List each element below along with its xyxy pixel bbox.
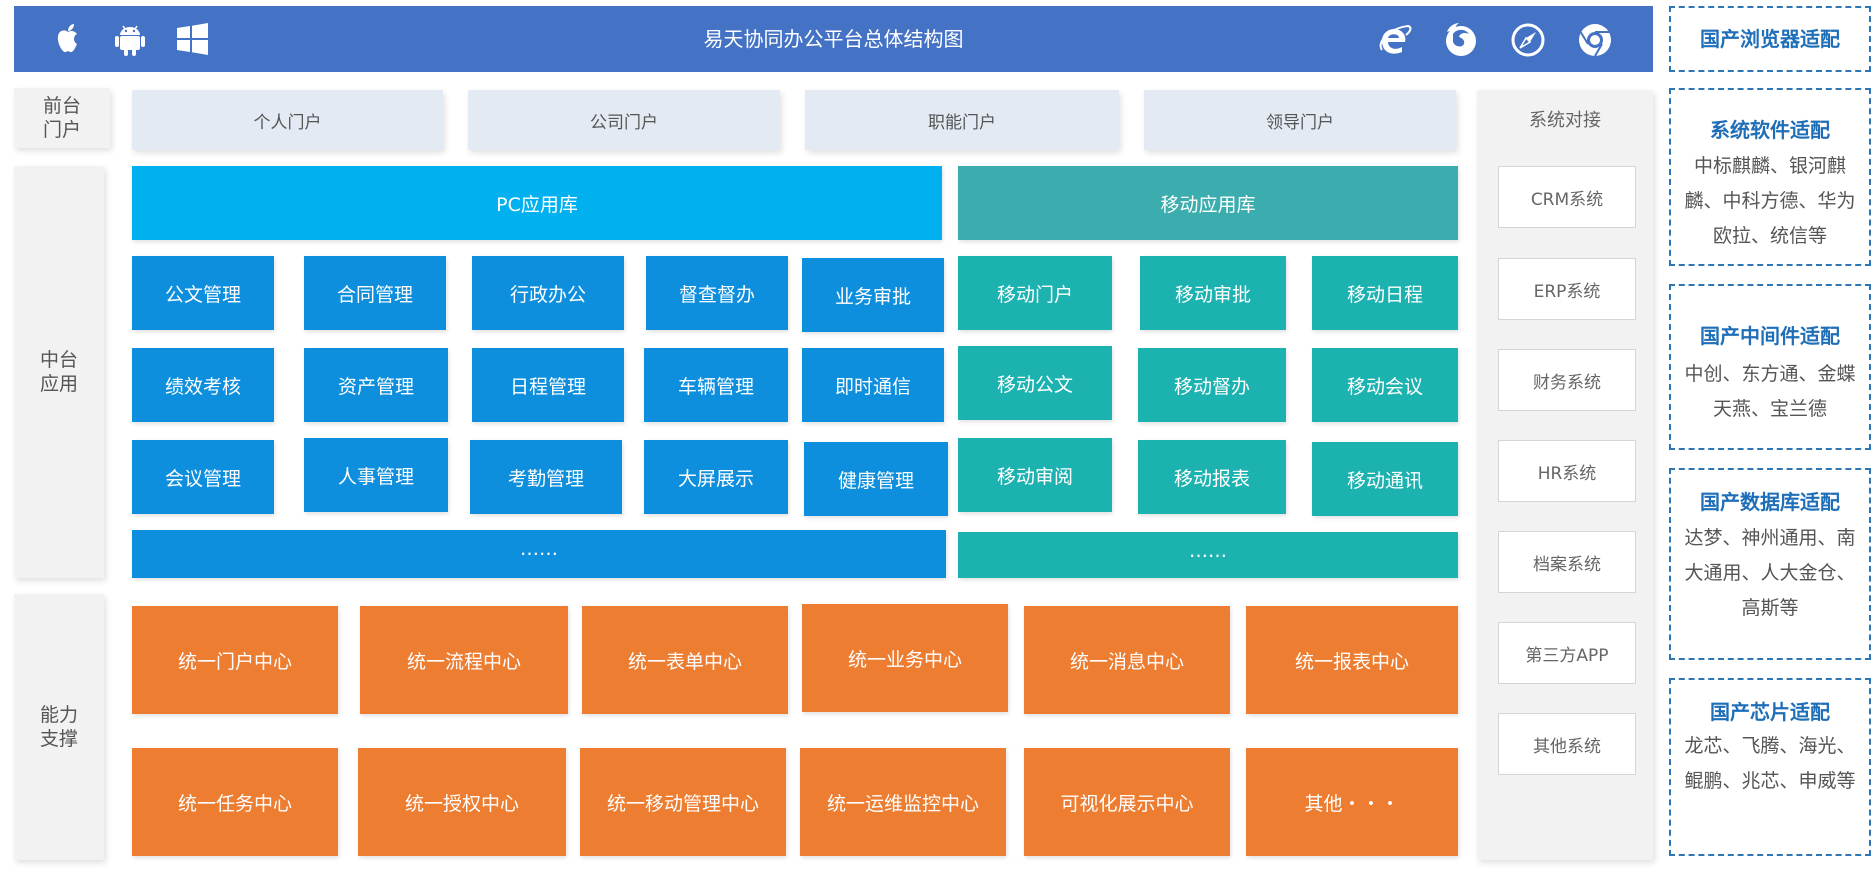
pc-more-bar: …… [132, 530, 946, 578]
adapt-title: 国产数据库适配 [1700, 490, 1840, 514]
capability-center[interactable]: 统一任务中心 [132, 748, 338, 856]
apple-icon [48, 19, 88, 59]
adapt-title: 国产浏览器适配 [1700, 27, 1840, 51]
layer-label-capability: 能力支撑 [14, 594, 104, 860]
capability-center[interactable]: 统一移动管理中心 [580, 748, 786, 856]
mobile-app[interactable]: 移动门户 [958, 256, 1112, 330]
adapt-desc: 龙芯、飞腾、海光、鲲鹏、兆芯、申威等 [1684, 735, 1856, 792]
pc-app[interactable]: 绩效考核 [132, 348, 274, 422]
pc-app[interactable]: 资产管理 [304, 348, 448, 422]
system-item[interactable]: ERP系统 [1498, 258, 1636, 320]
adapt-panel-database: 国产数据库适配 达梦、神州通用、南大通用、人大金仓、高斯等 [1669, 468, 1871, 660]
pc-app[interactable]: 即时通信 [802, 348, 944, 422]
adapt-title: 国产芯片适配 [1710, 700, 1830, 724]
layer-label-middle: 中台应用 [14, 166, 104, 578]
portal-personal[interactable]: 个人门户 [132, 90, 443, 150]
pc-app[interactable]: 大屏展示 [644, 440, 788, 514]
pc-app-library: PC应用库 [132, 166, 942, 240]
pc-app[interactable]: 日程管理 [472, 348, 624, 422]
android-icon [110, 19, 150, 59]
firefox-icon [1441, 20, 1481, 60]
adapt-desc: 中标麒麟、银河麒麟、中科方德、华为欧拉、统信等 [1684, 155, 1856, 247]
adapt-panel-os: 系统软件适配 中标麒麟、银河麒麟、中科方德、华为欧拉、统信等 [1669, 88, 1871, 266]
system-item[interactable]: CRM系统 [1498, 166, 1636, 228]
top-banner: 易天协同办公平台总体结构图 [14, 6, 1653, 72]
windows-icon [172, 19, 212, 59]
safari-icon [1508, 20, 1548, 60]
portal-company[interactable]: 公司门户 [468, 90, 780, 150]
capability-center[interactable]: 统一门户中心 [132, 606, 338, 714]
pc-app[interactable]: 合同管理 [304, 256, 446, 330]
system-item[interactable]: 其他系统 [1498, 713, 1636, 775]
adapt-title: 国产中间件适配 [1700, 324, 1840, 348]
mobile-app[interactable]: 移动日程 [1312, 256, 1458, 330]
capability-center[interactable]: 统一表单中心 [582, 606, 788, 714]
pc-app[interactable]: 车辆管理 [644, 348, 788, 422]
ie-icon [1374, 20, 1414, 60]
adapt-desc: 达梦、神州通用、南大通用、人大金仓、高斯等 [1684, 527, 1856, 619]
adapt-panel-chip: 国产芯片适配 龙芯、飞腾、海光、鲲鹏、兆芯、申威等 [1669, 678, 1871, 856]
capability-center[interactable]: 可视化展示中心 [1024, 748, 1230, 856]
adapt-panel-middleware: 国产中间件适配 中创、东方通、金蝶天燕、宝兰德 [1669, 284, 1871, 450]
mobile-app[interactable]: 移动公文 [958, 346, 1112, 420]
capability-center[interactable]: 统一消息中心 [1024, 606, 1230, 714]
adapt-panel-browser: 国产浏览器适配 [1669, 6, 1871, 72]
mobile-app[interactable]: 移动督办 [1138, 348, 1286, 422]
mobile-more-bar: …… [958, 532, 1458, 578]
mobile-app[interactable]: 移动审批 [1140, 256, 1286, 330]
pc-app[interactable]: 考勤管理 [470, 440, 622, 514]
mobile-app-library: 移动应用库 [958, 166, 1458, 240]
mobile-app[interactable]: 移动会议 [1312, 348, 1458, 422]
system-integration-title: 系统对接 [1529, 110, 1601, 131]
system-item[interactable]: 财务系统 [1498, 349, 1636, 411]
pc-app[interactable]: 会议管理 [132, 440, 274, 514]
capability-center[interactable]: 统一运维监控中心 [800, 748, 1006, 856]
pc-app[interactable]: 健康管理 [804, 442, 948, 516]
system-item[interactable]: 档案系统 [1498, 531, 1636, 593]
capability-center[interactable]: 统一授权中心 [358, 748, 566, 856]
portal-functional[interactable]: 职能门户 [805, 90, 1119, 150]
pc-app[interactable]: 行政办公 [472, 256, 624, 330]
pc-app[interactable]: 督查督办 [646, 256, 788, 330]
diagram-title: 易天协同办公平台总体结构图 [703, 27, 964, 51]
capability-center[interactable]: 统一流程中心 [360, 606, 568, 714]
mobile-app[interactable]: 移动审阅 [958, 438, 1112, 512]
layer-label-front: 前台门户 [14, 88, 110, 148]
capability-center[interactable]: 统一业务中心 [802, 604, 1008, 712]
pc-app[interactable]: 公文管理 [132, 256, 274, 330]
system-item[interactable]: 第三方APP [1498, 622, 1636, 684]
chrome-icon [1575, 20, 1615, 60]
capability-center[interactable]: 其他・・・ [1246, 748, 1458, 856]
mobile-app[interactable]: 移动通讯 [1312, 442, 1458, 516]
mobile-app[interactable]: 移动报表 [1138, 440, 1286, 514]
adapt-desc: 中创、东方通、金蝶天燕、宝兰德 [1684, 363, 1856, 420]
pc-app[interactable]: 业务审批 [802, 258, 944, 332]
adapt-title: 系统软件适配 [1710, 118, 1830, 142]
portal-leader[interactable]: 领导门户 [1144, 90, 1456, 150]
capability-center[interactable]: 统一报表中心 [1246, 606, 1458, 714]
system-item[interactable]: HR系统 [1498, 440, 1636, 502]
pc-app[interactable]: 人事管理 [304, 438, 448, 512]
